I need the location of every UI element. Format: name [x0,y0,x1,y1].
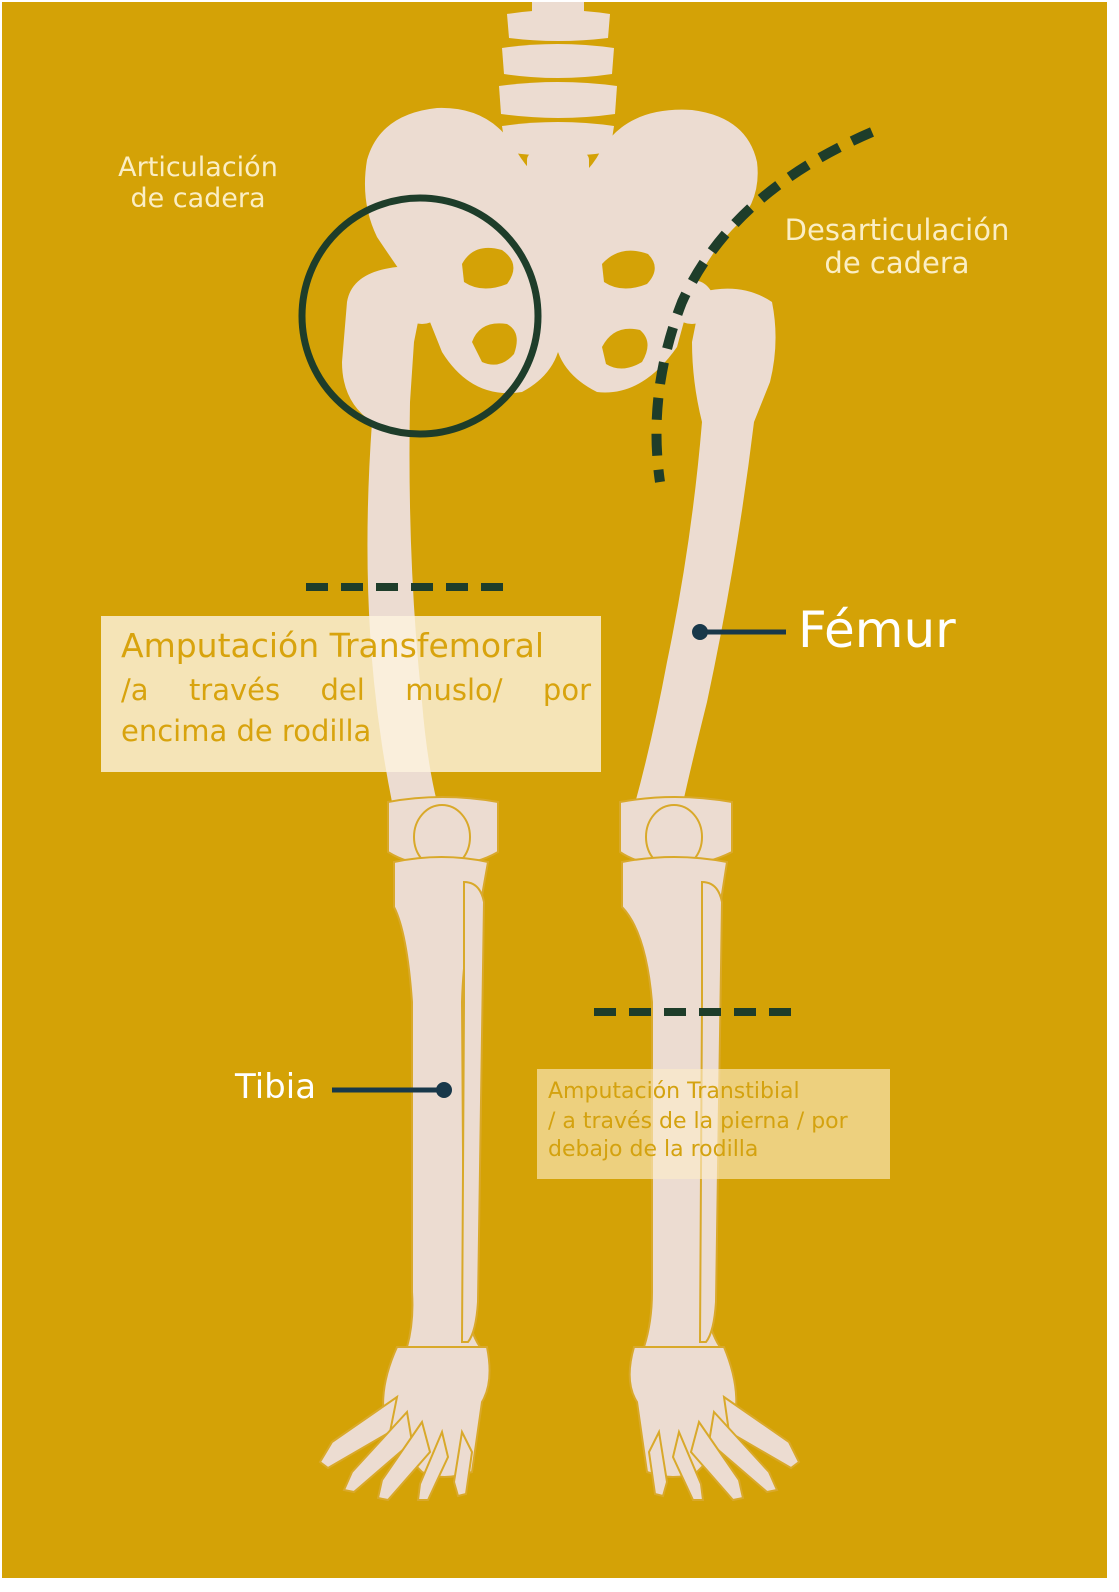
transtibial-amputation-box: Amputación Transtibial / a través de la … [537,1069,890,1179]
transfemoral-title: Amputación Transfemoral [121,626,544,665]
transtibial-line-1: Amputación Transtibial [548,1079,800,1104]
transfemoral-line-3: encima de rodilla [121,714,591,748]
hip-disarticulation-label: Desarticulación de cadera [772,214,1022,281]
hip-disarticulation-label-line1: Desarticulación [772,214,1022,247]
amputation-levels-diagram: Articulación de cadera Desarticulación d… [2,2,1107,1578]
transfemoral-amputation-box: Amputación Transfemoral /a través del mu… [101,616,601,772]
hip-joint-label-line2: de cadera [108,183,288,214]
transtibial-line-2: / a través de la pierna / por [548,1109,848,1134]
femur-label: Fémur [798,602,956,660]
transtibial-line-3: debajo de la rodilla [548,1137,758,1162]
hip-joint-label: Articulación de cadera [108,152,288,214]
transfemoral-line-2: /a través del muslo/ por [121,673,591,707]
hip-disarticulation-label-line2: de cadera [772,247,1022,280]
hip-joint-label-line1: Articulación [108,152,288,183]
tibia-label: Tibia [235,1068,316,1107]
feet [320,1347,799,1500]
